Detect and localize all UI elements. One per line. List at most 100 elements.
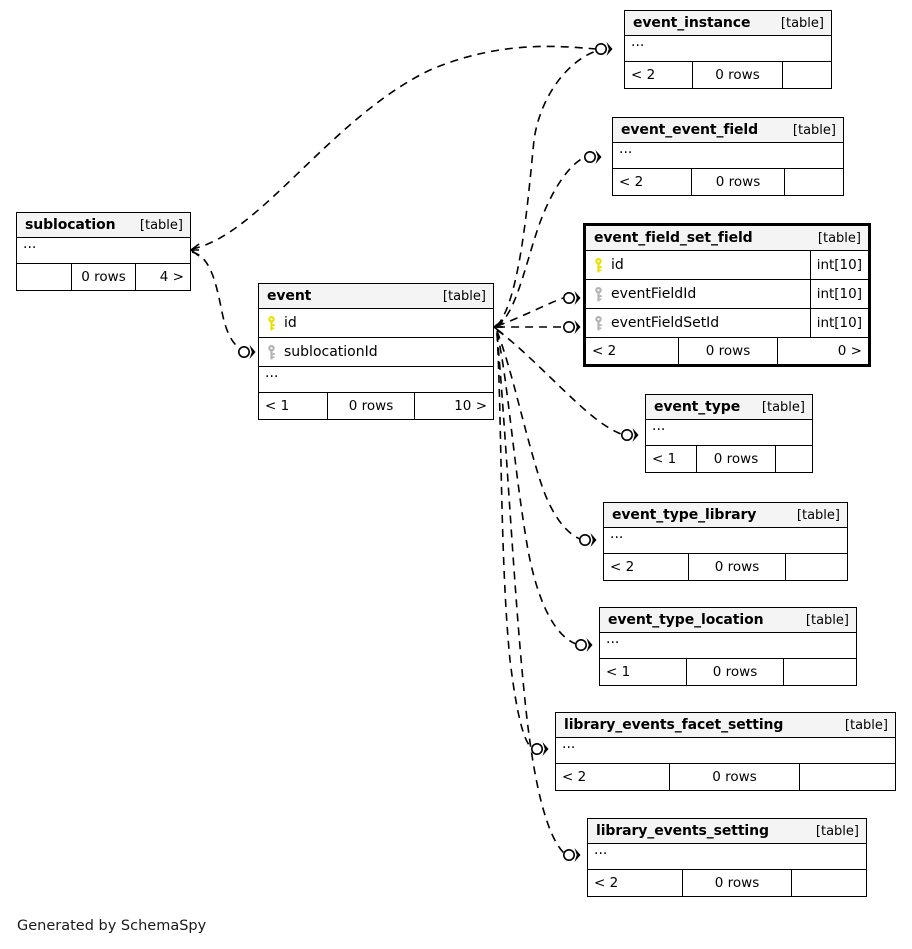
footer-children-event_type xyxy=(776,446,812,472)
table-name-event_field_set_field: event_field_set_field xyxy=(594,230,753,246)
table-header-event_type[interactable]: event_type [table] xyxy=(646,395,812,420)
footer-rowcount-event_instance: 0 rows xyxy=(692,62,783,88)
table-header-event_type_library[interactable]: event_type_library[table] xyxy=(604,503,847,528)
column-name: id xyxy=(611,257,624,273)
table-footer-event_type: < 1 0 rows xyxy=(646,446,812,472)
table-header-sublocation[interactable]: sublocation [table] xyxy=(17,213,190,238)
sublocation-crowfoot xyxy=(190,243,200,257)
table-header-event_instance[interactable]: event_instance[table] xyxy=(625,11,831,36)
table-kind-event: [table] xyxy=(442,288,486,304)
table-column-ellipsis-library_events_setting: ... xyxy=(588,842,866,870)
edge-event-efsf-1 xyxy=(496,297,564,327)
column-main: id xyxy=(259,315,493,331)
table-name-event_instance: event_instance xyxy=(633,15,751,31)
table-name-event_type: event_type xyxy=(654,399,741,415)
footer-parents-event_type_library: < 2 xyxy=(610,559,635,575)
table-kind-event_field_set_field: [table] xyxy=(817,230,861,246)
table-library_events_facet_setting[interactable]: library_events_facet_setting[table]...< … xyxy=(555,712,896,791)
footer-parents-event_type: < 1 xyxy=(652,451,677,467)
column-name: id xyxy=(284,315,297,331)
ellipsis-label: ... xyxy=(23,236,37,252)
footer-rowcount-event_type_library: 0 rows xyxy=(688,554,786,580)
table-kind-library_events_setting: [table] xyxy=(815,823,859,839)
table-kind-sublocation: [table] xyxy=(139,217,183,233)
table-column-ellipsis-event_instance: ... xyxy=(625,34,831,62)
table-name-event: event xyxy=(267,288,312,304)
table-header-event_event_field[interactable]: event_event_field [table] xyxy=(613,118,843,143)
table-name-sublocation: sublocation xyxy=(25,217,116,233)
table-header-library_events_setting[interactable]: library_events_setting [table] xyxy=(588,819,866,844)
footer-children-library_events_setting xyxy=(792,870,866,896)
table-kind-event_type_location: [table] xyxy=(805,612,849,628)
foreign-key-icon xyxy=(268,344,275,359)
column-main: eventFieldId xyxy=(586,286,810,302)
footer-parents-sublocation xyxy=(17,264,71,290)
column-main: id xyxy=(586,257,810,273)
column-main: sublocationId xyxy=(259,344,493,360)
footer-rowcount-event_field_set_field: 0 rows xyxy=(678,338,778,364)
column-type: int[10] xyxy=(809,251,868,279)
edge-event-library-events-facet-setting xyxy=(496,332,533,749)
column-type: int[10] xyxy=(809,309,868,337)
table-event_type[interactable]: event_type [table]... < 1 0 rows xyxy=(645,394,813,473)
table-column-ellipsis-event_event_field: ... xyxy=(613,141,843,169)
footer-parents-library_events_facet_setting: < 2 xyxy=(562,769,587,785)
edge-event-event-event-field xyxy=(496,156,586,328)
table-footer-event_instance: < 2 0 rows xyxy=(625,62,831,88)
table-kind-library_events_facet_setting: [table] xyxy=(844,717,888,733)
event-crowfoot-fan xyxy=(493,319,504,335)
ellipsis-label: ... xyxy=(594,842,608,858)
table-header-event[interactable]: event [table] xyxy=(259,284,493,309)
ellipsis-label: ... xyxy=(619,141,633,157)
edge-event-event-type-library xyxy=(496,330,581,540)
footer-children-event_type_location xyxy=(784,659,856,685)
footer-parents-event: < 1 xyxy=(265,398,290,414)
table-column-event-0[interactable]: id xyxy=(259,309,493,338)
table-name-library_events_setting: library_events_setting xyxy=(596,823,769,839)
edge-sublocation-event-instance xyxy=(191,45,597,250)
table-footer-event_type_library: < 2 0 rows xyxy=(604,554,847,580)
footer-rowcount-event_type: 0 rows xyxy=(696,446,776,472)
footer-parents-event_type_location: < 1 xyxy=(606,664,631,680)
edge-event-event-type-location xyxy=(496,331,577,645)
footer-parents-event_field_set_field: < 2 xyxy=(592,343,617,359)
footer-parents-event_instance: < 2 xyxy=(631,67,656,83)
table-column-ellipsis-library_events_facet_setting: ... xyxy=(556,737,895,764)
table-header-event_field_set_field[interactable]: event_field_set_field [table] xyxy=(586,226,868,251)
table-name-event_type_library: event_type_library xyxy=(612,507,757,523)
table-header-event_type_location[interactable]: event_type_location[table] xyxy=(600,608,856,633)
table-kind-event_type: [table] xyxy=(761,399,805,415)
table-header-library_events_facet_setting[interactable]: library_events_facet_setting [table] xyxy=(556,713,895,738)
table-name-library_events_facet_setting: library_events_facet_setting xyxy=(564,717,784,733)
ellipsis-label: ... xyxy=(265,365,279,381)
ellipsis-label: ... xyxy=(606,631,620,647)
table-column-event-1[interactable]: sublocationId xyxy=(259,338,493,367)
table-event_instance[interactable]: event_instance[table]... < 2 0 rows xyxy=(624,10,832,89)
ellipsis-label: ... xyxy=(652,418,666,434)
table-column-event_field_set_field-0[interactable]: id int[10] xyxy=(586,251,868,280)
ellipsis-label: ... xyxy=(631,34,645,50)
column-type: int[10] xyxy=(809,280,868,308)
footer-children-event_event_field xyxy=(785,169,843,195)
table-name-event_event_field: event_event_field xyxy=(621,122,759,138)
primary-key-icon xyxy=(268,315,275,330)
table-kind-event_event_field: [table] xyxy=(792,122,836,138)
table-column-ellipsis-event_type_location: ... xyxy=(600,631,856,659)
footer-rowcount-event: 0 rows xyxy=(327,393,415,419)
